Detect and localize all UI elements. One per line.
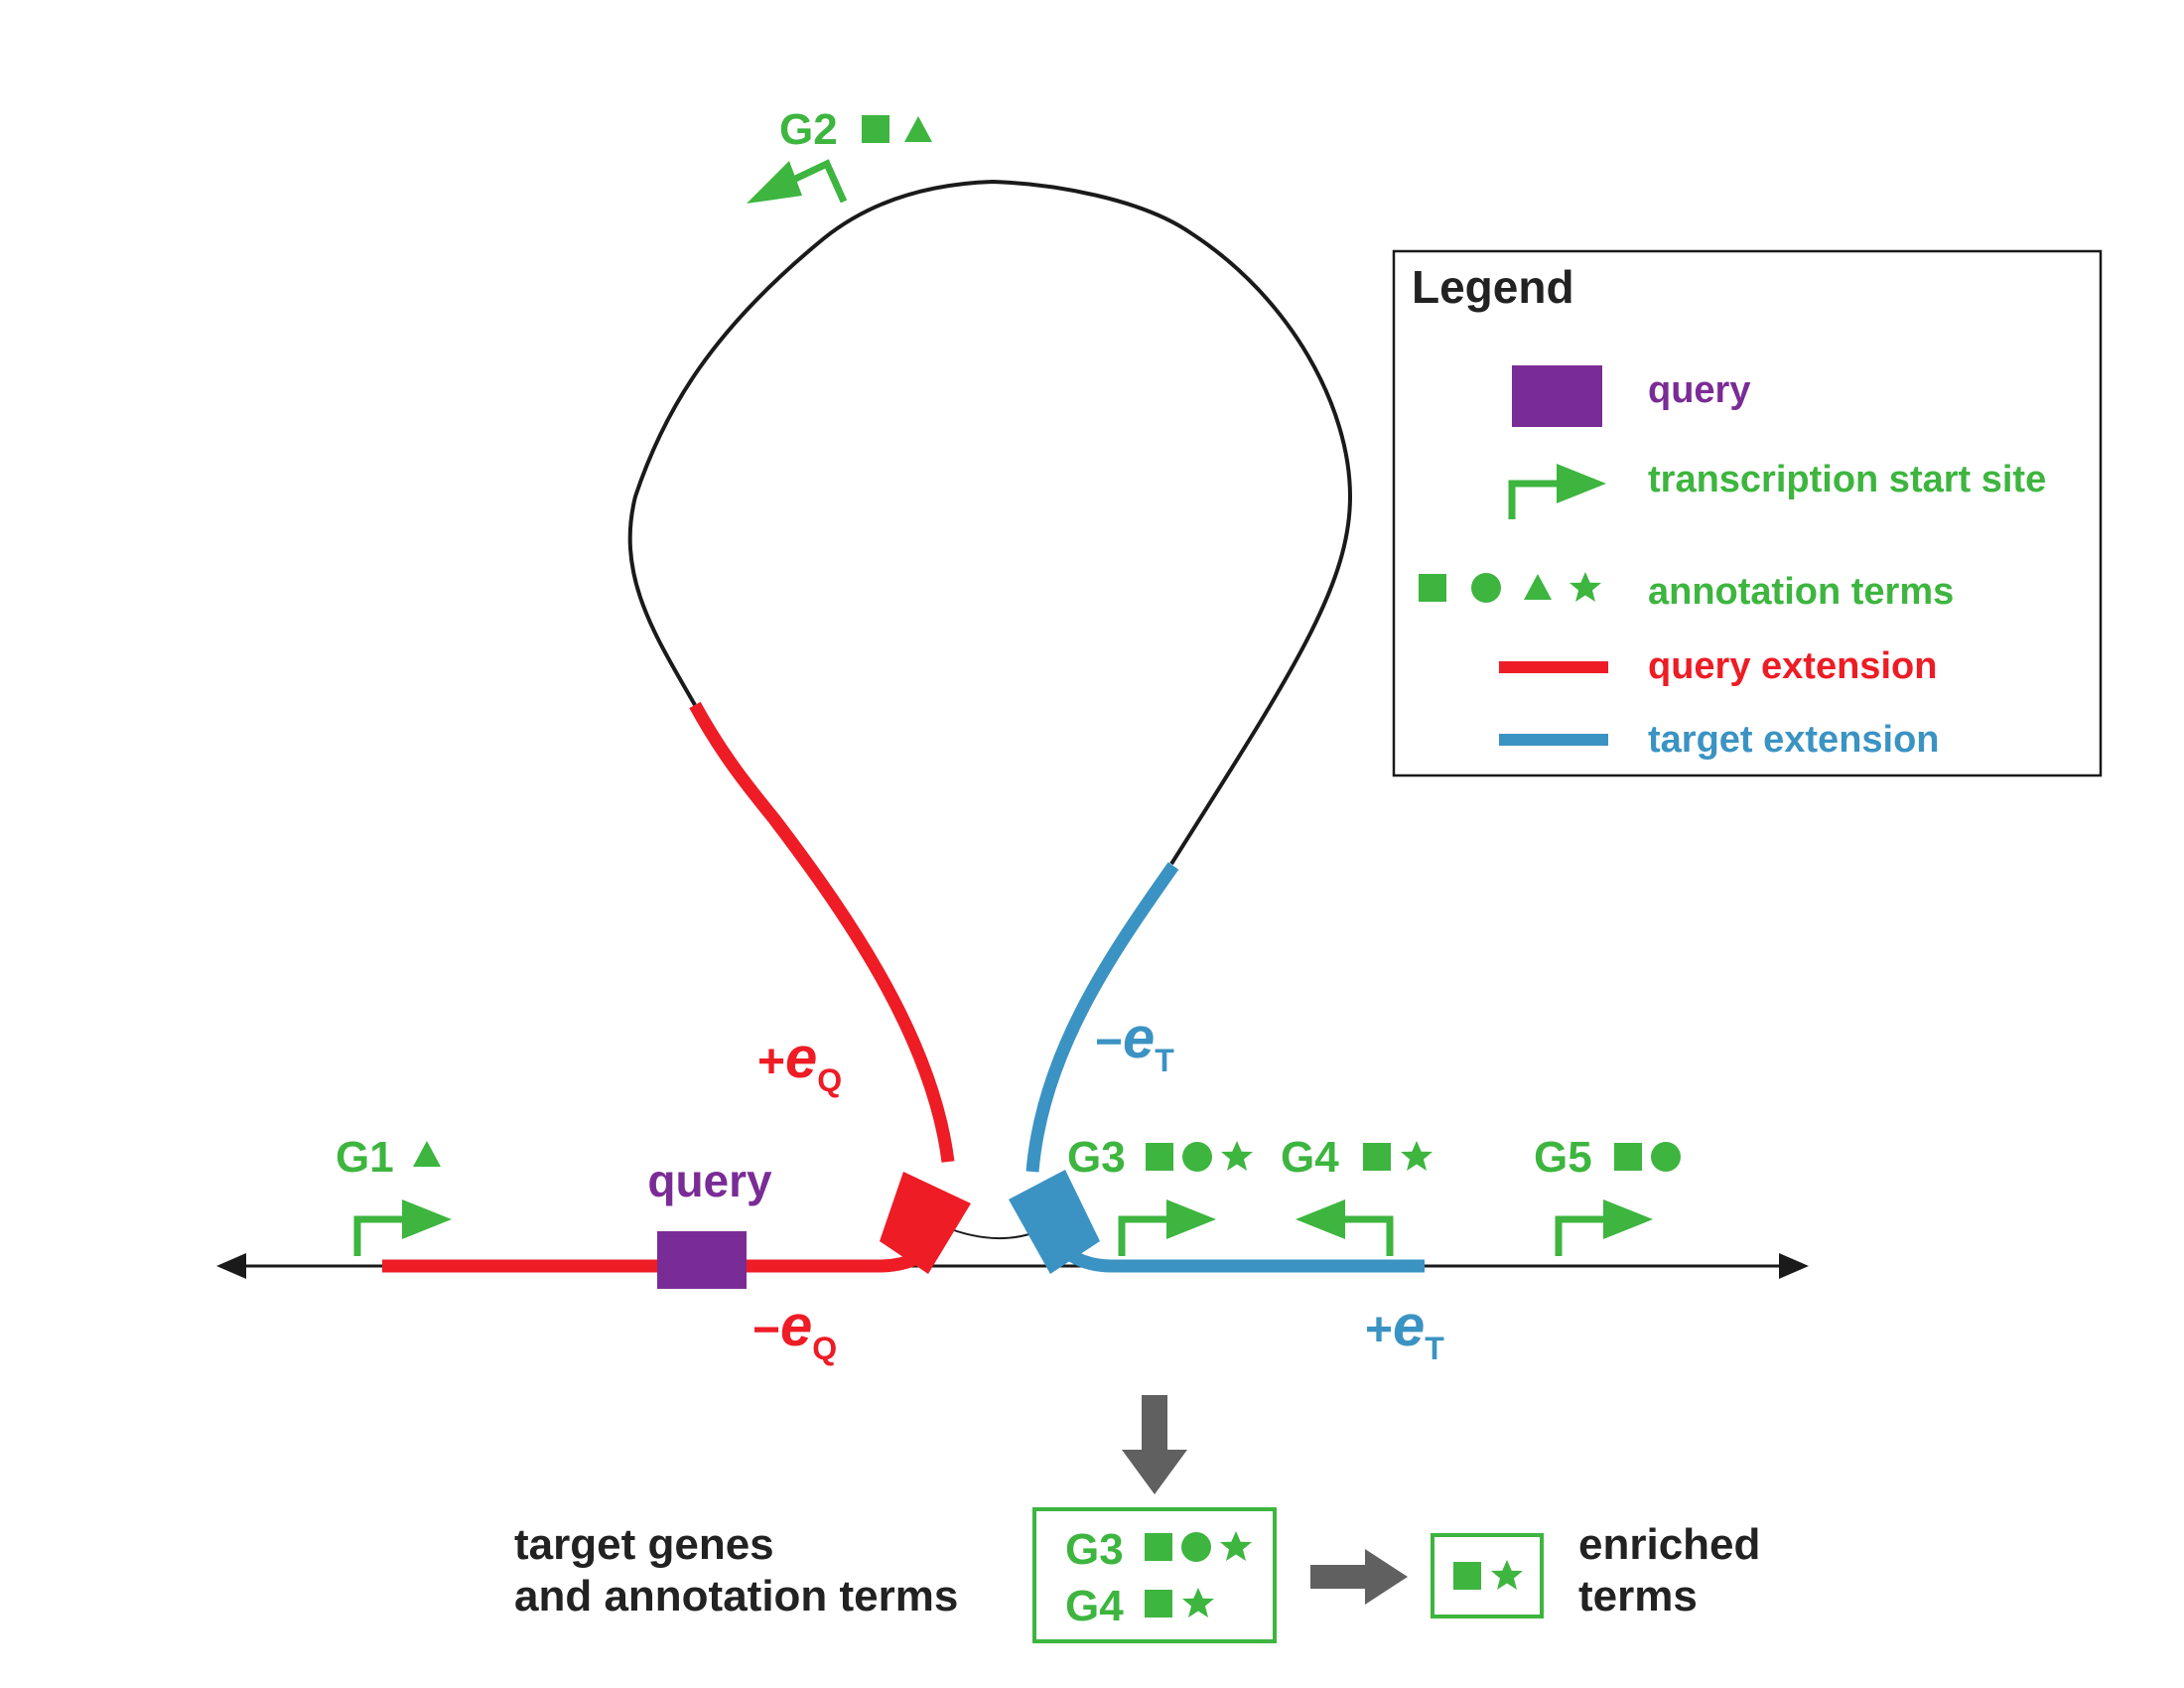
g5-tss-arrow-icon bbox=[1555, 1199, 1653, 1256]
g1-triangle-icon bbox=[413, 1141, 441, 1167]
legend-query-label: query bbox=[1648, 369, 1750, 411]
box-g3-square-icon bbox=[1145, 1533, 1172, 1561]
legend-tss-label: transcription start site bbox=[1648, 459, 2046, 500]
g4-star-icon bbox=[1401, 1141, 1433, 1171]
g3-tss-arrow-icon bbox=[1118, 1199, 1216, 1256]
svg-text:G2: G2 bbox=[779, 105, 838, 154]
g5-gene-label: G5 bbox=[1534, 1133, 1681, 1182]
g1-tss-arrow-icon bbox=[353, 1199, 452, 1256]
box-gene-g3: G3 bbox=[1065, 1525, 1124, 1574]
g5-square-icon bbox=[1614, 1143, 1642, 1171]
g3-gene-label: G3 bbox=[1067, 1133, 1253, 1182]
legend-query-extension-label: query extension bbox=[1648, 645, 1937, 687]
dna-loop bbox=[627, 179, 1353, 866]
svg-text:G3: G3 bbox=[1067, 1133, 1126, 1182]
query-region bbox=[657, 1231, 747, 1289]
enriched-terms-box bbox=[1431, 1533, 1544, 1618]
query-anchor-block bbox=[880, 1172, 971, 1274]
minus-eq-label: −eQ bbox=[752, 1294, 837, 1366]
box-g4-star-icon bbox=[1182, 1588, 1214, 1618]
g4-square-icon bbox=[1363, 1143, 1391, 1171]
legend-annotation-label: annotation terms bbox=[1648, 571, 1954, 613]
enriched-label-line1: enriched bbox=[1578, 1520, 1760, 1569]
box-g3-circle-icon bbox=[1181, 1532, 1211, 1562]
legend-box: Legend query transcription start site an… bbox=[1392, 249, 2103, 777]
target-genes-label-line2: and annotation terms bbox=[514, 1572, 958, 1620]
g2-square-icon bbox=[862, 115, 889, 143]
g2-tss-arrow-icon bbox=[747, 159, 848, 204]
legend-square-icon bbox=[1419, 574, 1446, 602]
legend-circle-icon bbox=[1471, 573, 1501, 603]
box-g3-star-icon bbox=[1220, 1531, 1252, 1561]
enriched-label-line2: terms bbox=[1578, 1572, 1698, 1620]
legend-target-extension-label: target extension bbox=[1648, 719, 1940, 761]
box-gene-g4: G4 bbox=[1065, 1582, 1124, 1630]
g2-triangle-icon bbox=[904, 116, 932, 142]
plus-eq-label: +eQ bbox=[757, 1026, 842, 1098]
right-arrow-icon bbox=[1310, 1549, 1408, 1605]
plus-et-label: +eT bbox=[1365, 1294, 1444, 1366]
target-anchor-block bbox=[1009, 1170, 1100, 1274]
g4-gene-label: G4 bbox=[1281, 1133, 1433, 1182]
down-arrow-icon bbox=[1122, 1395, 1187, 1494]
g4-tss-arrow-icon bbox=[1296, 1199, 1394, 1256]
svg-text:G1: G1 bbox=[336, 1133, 394, 1182]
g5-circle-icon bbox=[1651, 1142, 1681, 1172]
chromosome-left-arrowhead bbox=[216, 1253, 246, 1279]
legend-tss-arrow-icon bbox=[1508, 464, 1606, 519]
g3-square-icon bbox=[1146, 1143, 1173, 1171]
target-genes-label-line1: target genes bbox=[514, 1520, 774, 1569]
legend-title: Legend bbox=[1412, 261, 1574, 313]
loop-bridge bbox=[942, 1225, 1033, 1240]
minus-et-label: −eT bbox=[1095, 1006, 1174, 1078]
box-g4-square-icon bbox=[1145, 1590, 1172, 1618]
chromosome-right-arrowhead bbox=[1779, 1253, 1809, 1279]
target-genes-box: G3 G4 bbox=[1032, 1507, 1277, 1643]
g1-gene-label: G1 bbox=[336, 1133, 441, 1182]
g3-circle-icon bbox=[1182, 1142, 1212, 1172]
svg-text:G5: G5 bbox=[1534, 1133, 1592, 1182]
g3-star-icon bbox=[1221, 1141, 1253, 1171]
query-label: query bbox=[647, 1155, 772, 1206]
enriched-square-icon bbox=[1453, 1562, 1481, 1590]
g2-gene-label: G2 bbox=[779, 105, 932, 154]
query-extension bbox=[382, 701, 971, 1274]
svg-text:G4: G4 bbox=[1281, 1133, 1339, 1182]
target-extension bbox=[1009, 862, 1425, 1274]
enriched-star-icon bbox=[1491, 1560, 1523, 1590]
legend-query-swatch bbox=[1512, 365, 1602, 427]
